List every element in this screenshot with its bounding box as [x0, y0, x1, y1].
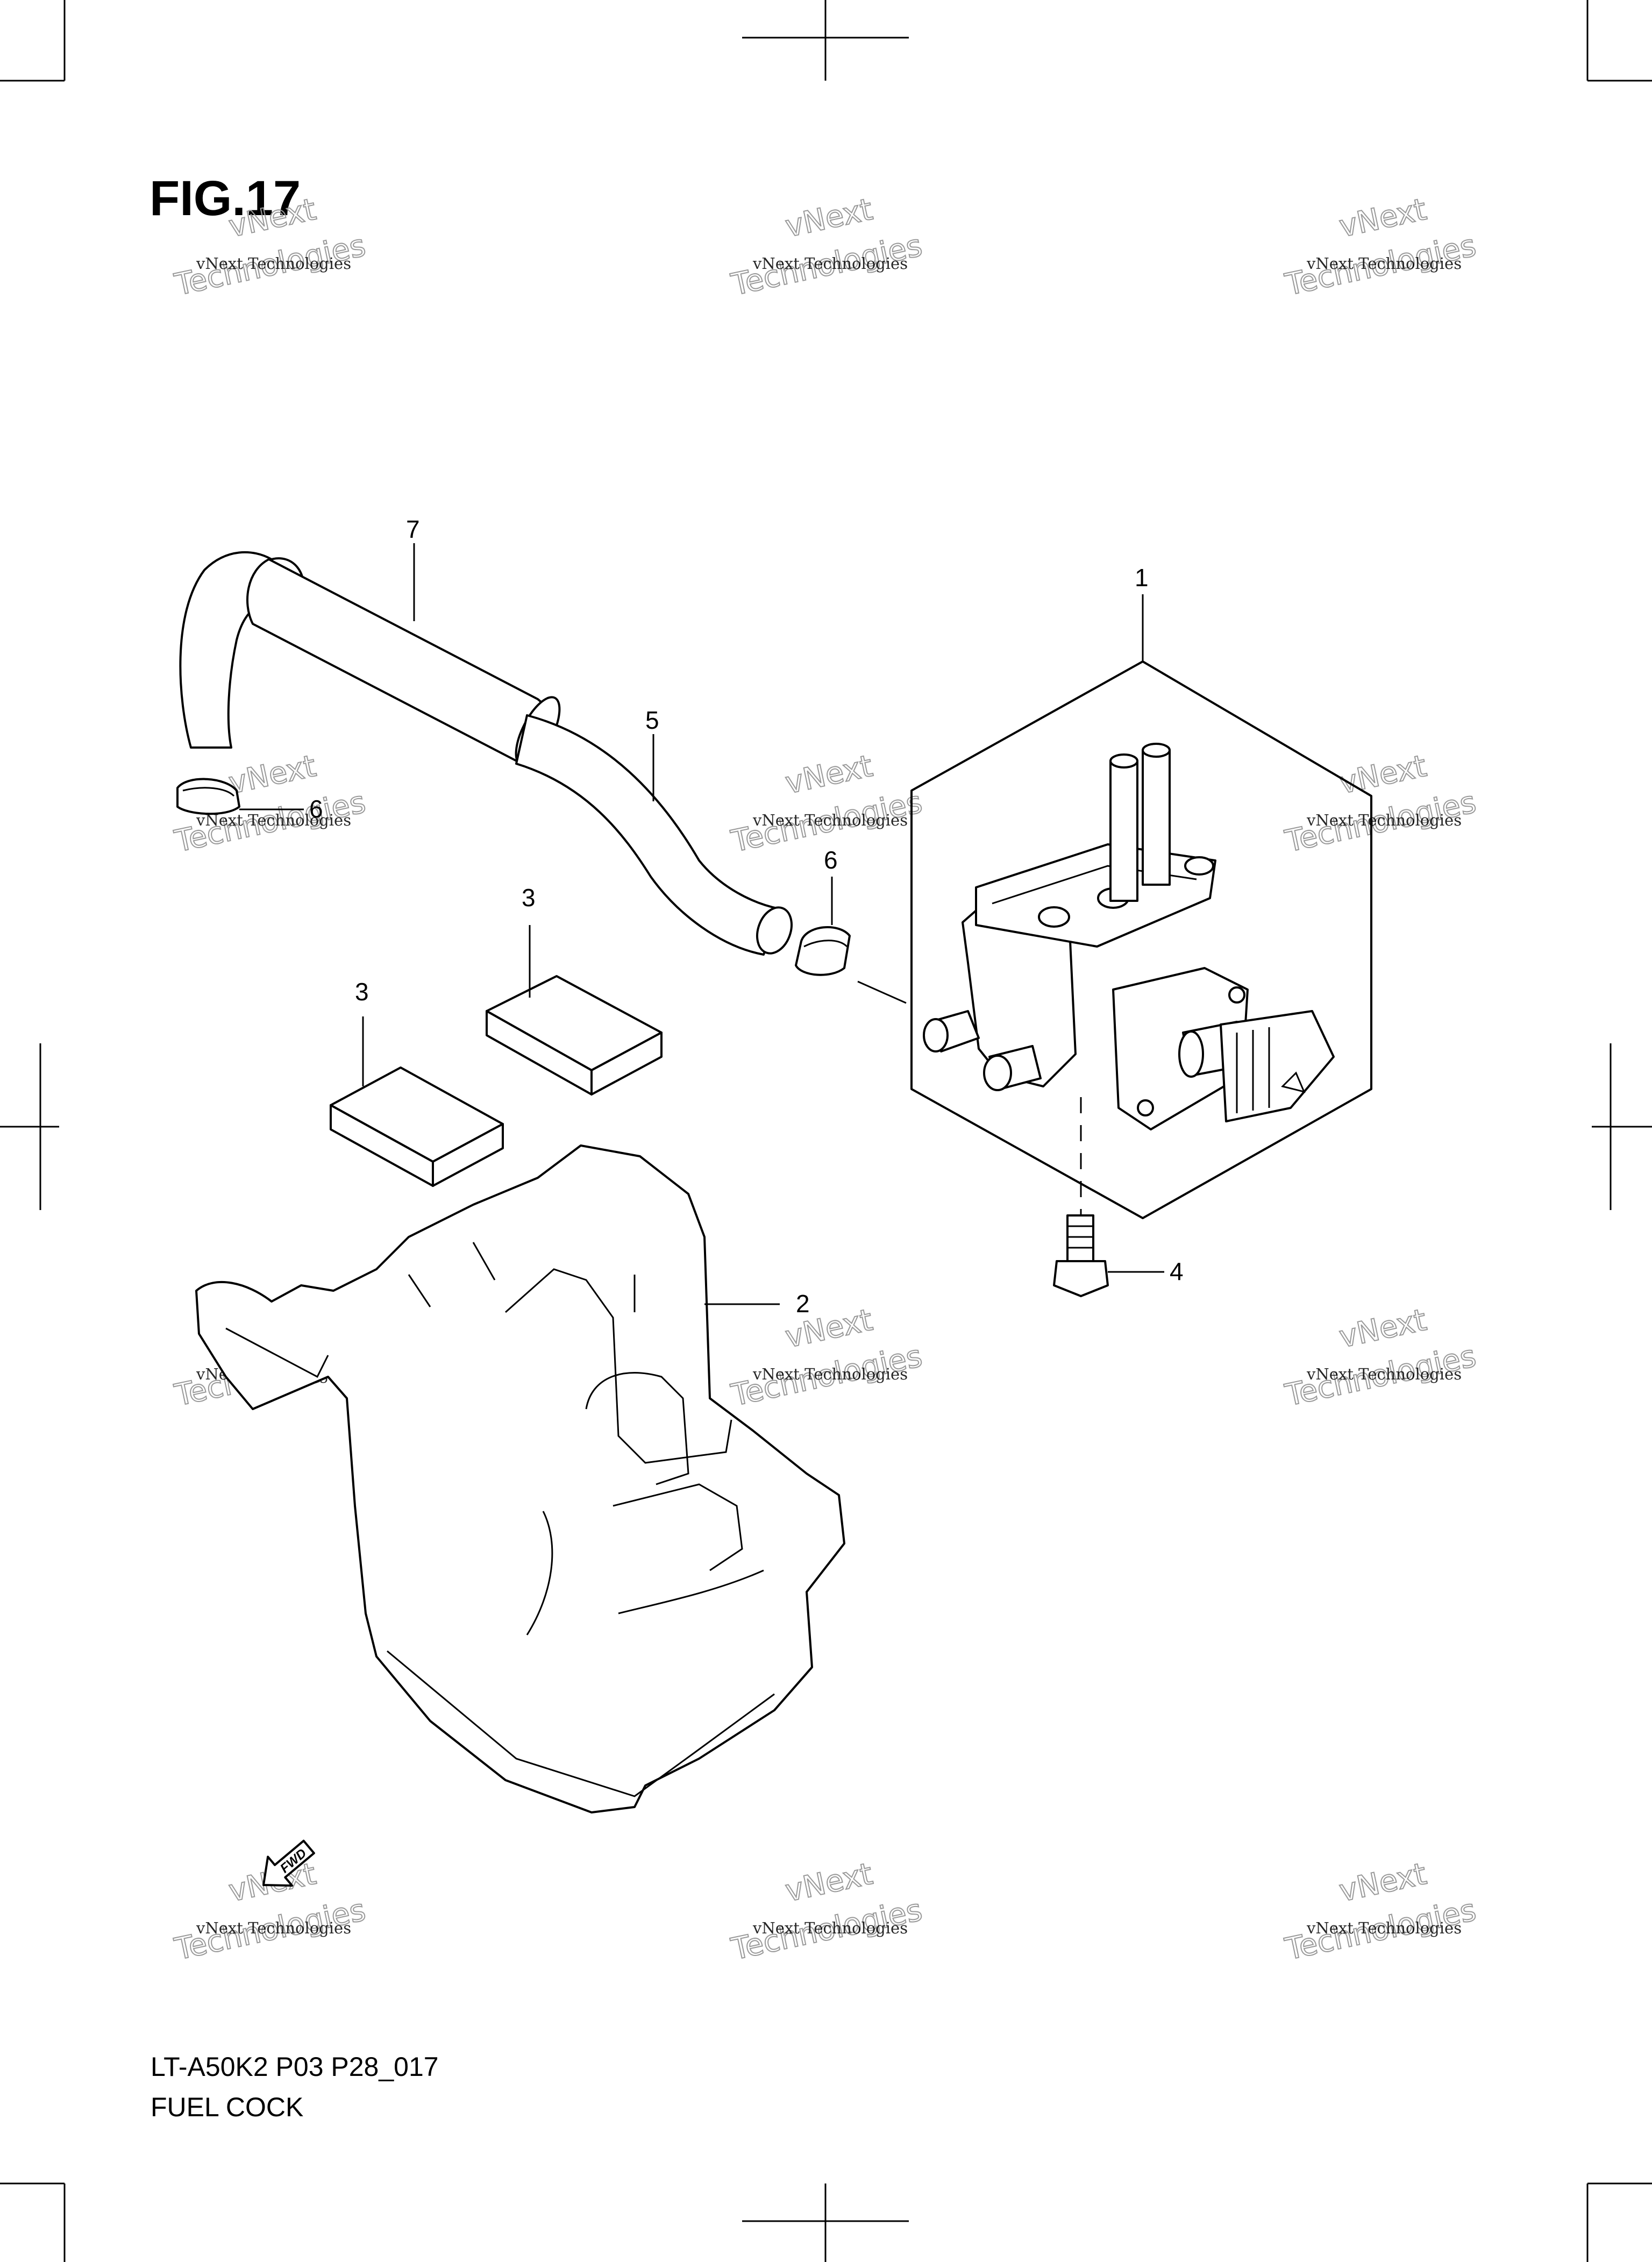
watermark: vNext Technologies vNext Technologies — [1281, 191, 1479, 303]
callout-5: 5 — [645, 706, 659, 734]
svg-text:vNext Technologies: vNext Technologies — [1306, 1365, 1462, 1383]
callout-2: 2 — [796, 1290, 810, 1318]
watermark: vNext Technologies vNext Technologies — [728, 1856, 925, 1968]
fuel-hose — [179, 551, 793, 956]
hose-clamp-right — [795, 926, 851, 976]
figure-title: FIG.17 — [149, 171, 301, 226]
cushion-pad-upper — [486, 975, 663, 1096]
svg-text:vNext: vNext — [1336, 749, 1430, 801]
callout-6a: 6 — [309, 795, 323, 823]
cushion-pad-lower — [330, 1066, 504, 1187]
flange-bolt — [1053, 1214, 1109, 1297]
svg-text:vNext Technologies: vNext Technologies — [1306, 254, 1462, 273]
hose-to-cock-dash — [857, 980, 907, 1004]
svg-text:vNext: vNext — [1336, 1303, 1430, 1355]
fuel-cock-tray — [195, 1144, 845, 1813]
model-code: LT-A50K2 P03 P28_017 — [151, 2052, 439, 2082]
svg-text:vNext Technologies: vNext Technologies — [752, 254, 908, 273]
svg-text:vNext Technologies: vNext Technologies — [752, 1365, 908, 1383]
svg-text:vNext: vNext — [226, 749, 319, 801]
svg-text:vNext Technologies: vNext Technologies — [1306, 1919, 1462, 1937]
callout-4: 4 — [1170, 1257, 1184, 1285]
hose-clamp-left — [176, 778, 240, 815]
callout-3b: 3 — [522, 884, 536, 912]
svg-text:vNext: vNext — [782, 749, 876, 801]
svg-text:vNext Technologies: vNext Technologies — [1306, 811, 1462, 829]
callout-7: 7 — [406, 515, 420, 543]
watermark: vNext Technologies vNext Technologies — [1281, 1856, 1479, 1968]
svg-text:vNext: vNext — [1336, 192, 1430, 245]
figure-caption: FUEL COCK — [151, 2092, 303, 2122]
svg-text:vNext: vNext — [782, 192, 876, 245]
svg-text:vNext Technologies: vNext Technologies — [752, 1919, 908, 1937]
watermark: vNext Technologies vNext Technologies — [728, 748, 925, 860]
svg-text:vNext Technologies: vNext Technologies — [752, 811, 908, 829]
callout-1: 1 — [1135, 564, 1149, 592]
callout-3a: 3 — [355, 978, 369, 1006]
callout-6b: 6 — [824, 846, 838, 874]
fuel-cock-assembly — [910, 660, 1372, 1219]
svg-text:vNext: vNext — [782, 1856, 876, 1909]
watermark: vNext Technologies vNext Technologies — [1281, 1302, 1479, 1414]
svg-text:vNext: vNext — [1336, 1856, 1430, 1909]
watermark: vNext Technologies vNext Technologies — [1281, 748, 1479, 860]
watermark: vNext Technologies vNext Technologies — [728, 191, 925, 303]
svg-text:vNext Technologies: vNext Technologies — [196, 254, 351, 273]
watermark: vNext Technologies vNext Technologies — [728, 1302, 925, 1414]
svg-text:vNext Technologies: vNext Technologies — [196, 1919, 351, 1937]
